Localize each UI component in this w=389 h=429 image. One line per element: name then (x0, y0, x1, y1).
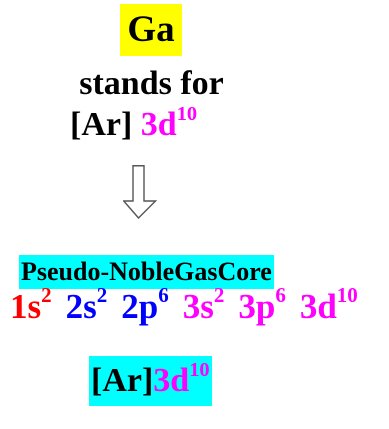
orbital-term-label: 2s (65, 287, 97, 326)
orbital-term-exponent: 2 (213, 283, 225, 308)
orbital-term: 2p6 (121, 283, 168, 326)
down-arrow-icon (122, 165, 158, 224)
element-symbol: Ga (120, 4, 182, 56)
core-notation-orbital-label: 3d (153, 362, 190, 399)
valence-orbital-label: 3d (140, 106, 177, 143)
orbital-term: 2s2 (65, 283, 108, 326)
orbital-term-exponent: 2 (41, 283, 52, 308)
orbital-term-label: 3d (299, 287, 337, 326)
orbital-term-label: 3p (238, 287, 276, 326)
core-notation-prefix: [Ar] (91, 362, 154, 399)
noble-gas-prefix: [Ar] (70, 106, 133, 143)
orbital-term: 3d10 (299, 283, 358, 326)
short-electron-configuration: [Ar] 3d10 (70, 103, 197, 151)
orbital-term-label: 3s (182, 287, 214, 326)
valence-orbital-exponent: 10 (176, 102, 198, 125)
pseudo-noble-gas-core-label: Pseudo-NobleGasCore (19, 255, 274, 289)
core-notation: [Ar]3d10 (89, 356, 212, 406)
orbital-term-label: 2p (121, 287, 159, 326)
stands-for-caption: stands for (79, 65, 224, 102)
orbital-term: 1s2 (10, 283, 52, 326)
orbital-term-exponent: 10 (336, 283, 358, 308)
core-notation-exponent: 10 (189, 358, 210, 381)
orbital-term-exponent: 6 (158, 283, 169, 308)
valence-orbital: 3d10 (140, 102, 198, 143)
orbital-term: 3s2 (182, 283, 225, 326)
orbital-term-label: 1s (10, 287, 42, 326)
core-notation-orbital: 3d10 (153, 358, 210, 399)
orbital-term-exponent: 6 (275, 283, 286, 308)
orbital-term-exponent: 2 (96, 283, 108, 308)
orbital-term: 3p6 (238, 283, 285, 326)
